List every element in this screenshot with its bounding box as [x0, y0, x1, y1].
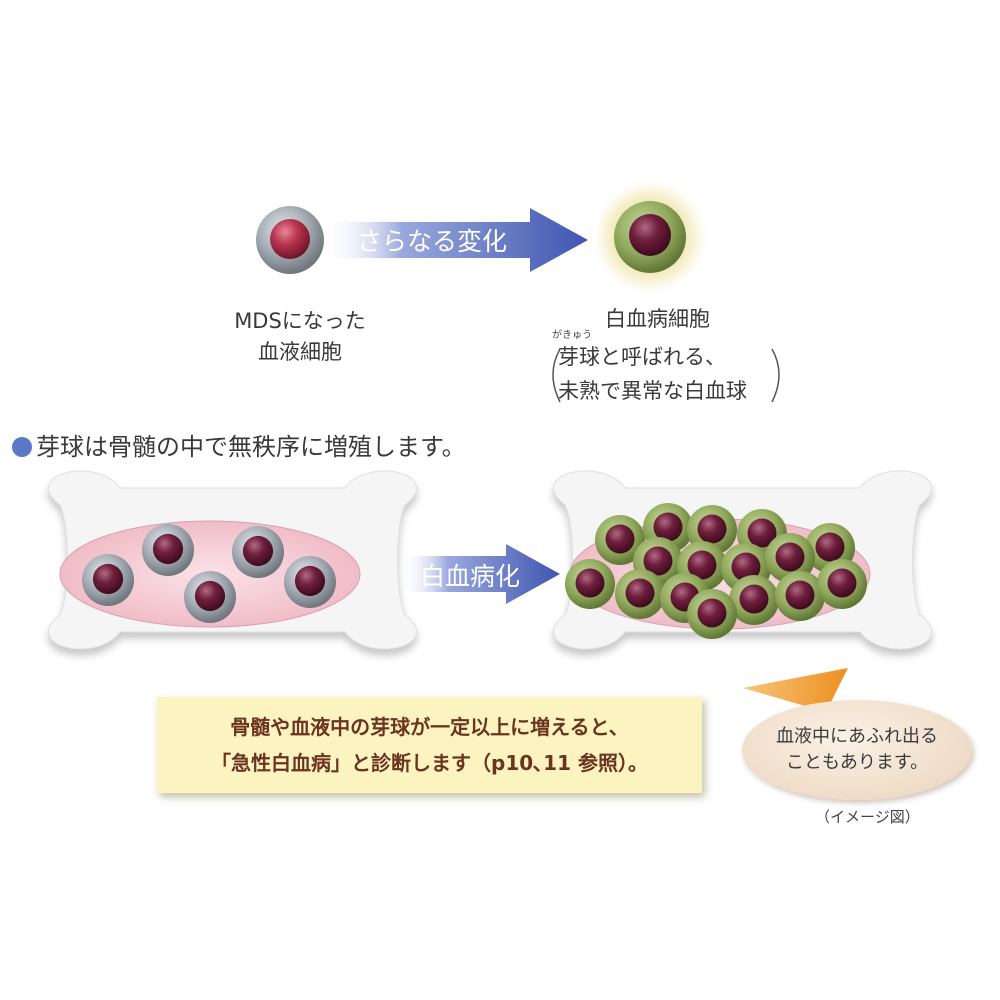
overflow-bubble: 血液中にあふれ出る こともあります。: [742, 700, 972, 800]
section-heading: 芽球は骨髄の中で無秩序に増殖します。: [12, 430, 466, 464]
diagnosis-note: 骨髄や血液中の芽球が一定以上に増えると、 「急性白血病」と診断します（p10､1…: [157, 697, 702, 793]
blast-cells-group: [565, 503, 867, 639]
blast-cell: [817, 559, 867, 609]
mds-cell: [284, 556, 336, 608]
mds-cell-icon: [256, 206, 324, 274]
leukemization-arrow: 白血病化: [400, 544, 560, 604]
leukemization-arrow-label: 白血病化: [420, 562, 520, 591]
blast-cell: [775, 571, 825, 621]
leukemia-desc-line1: 芽球と呼ばれる、: [558, 345, 726, 369]
overflow-bubble-line2: こともあります。: [785, 752, 929, 773]
blast-cell: [595, 515, 645, 565]
blast-ruby: がきゅう: [552, 330, 592, 341]
mds-cell: [82, 554, 134, 606]
mds-cell: [232, 526, 284, 578]
mds-cell-label-line1: MDSになった: [234, 309, 366, 333]
mds-cell-label: MDSになった 血液細胞: [190, 306, 410, 368]
diagnosis-note-line2: 「急性白血病」と診断します（p10､11 参照）。: [211, 751, 648, 775]
blast-cell: [729, 575, 779, 625]
overflow-bubble-line1: 血液中にあふれ出る: [776, 726, 938, 747]
overflow-pointer: [743, 668, 848, 712]
leukemia-cell-label: 白血病細胞: [605, 307, 710, 331]
mds-cell: [184, 571, 236, 623]
leukemia-cell-icon: [588, 175, 712, 299]
section-heading-text: 芽球は骨髄の中で無秩序に増殖します。: [36, 433, 466, 461]
blast-cell: [765, 533, 815, 583]
change-arrow-label: さらなる変化: [357, 227, 507, 256]
change-arrow: さらなる変化: [322, 208, 588, 272]
diagnosis-note-line1: 骨髄や血液中の芽球が一定以上に増えると、: [230, 715, 629, 739]
leukemia-desc-line2: 未熟で異常な白血球: [558, 379, 747, 403]
bullet-dot-icon: [12, 437, 32, 457]
mds-cell-label-line2: 血液細胞: [258, 340, 342, 364]
paren-left: [552, 348, 561, 403]
mds-cells-group: [82, 524, 336, 623]
image-caption: （イメージ図）: [815, 808, 920, 826]
paren-right: [771, 348, 780, 403]
mds-cell: [142, 524, 194, 576]
blast-cell: [615, 569, 665, 619]
blast-cell: [687, 589, 737, 639]
blast-cell: [565, 559, 615, 609]
